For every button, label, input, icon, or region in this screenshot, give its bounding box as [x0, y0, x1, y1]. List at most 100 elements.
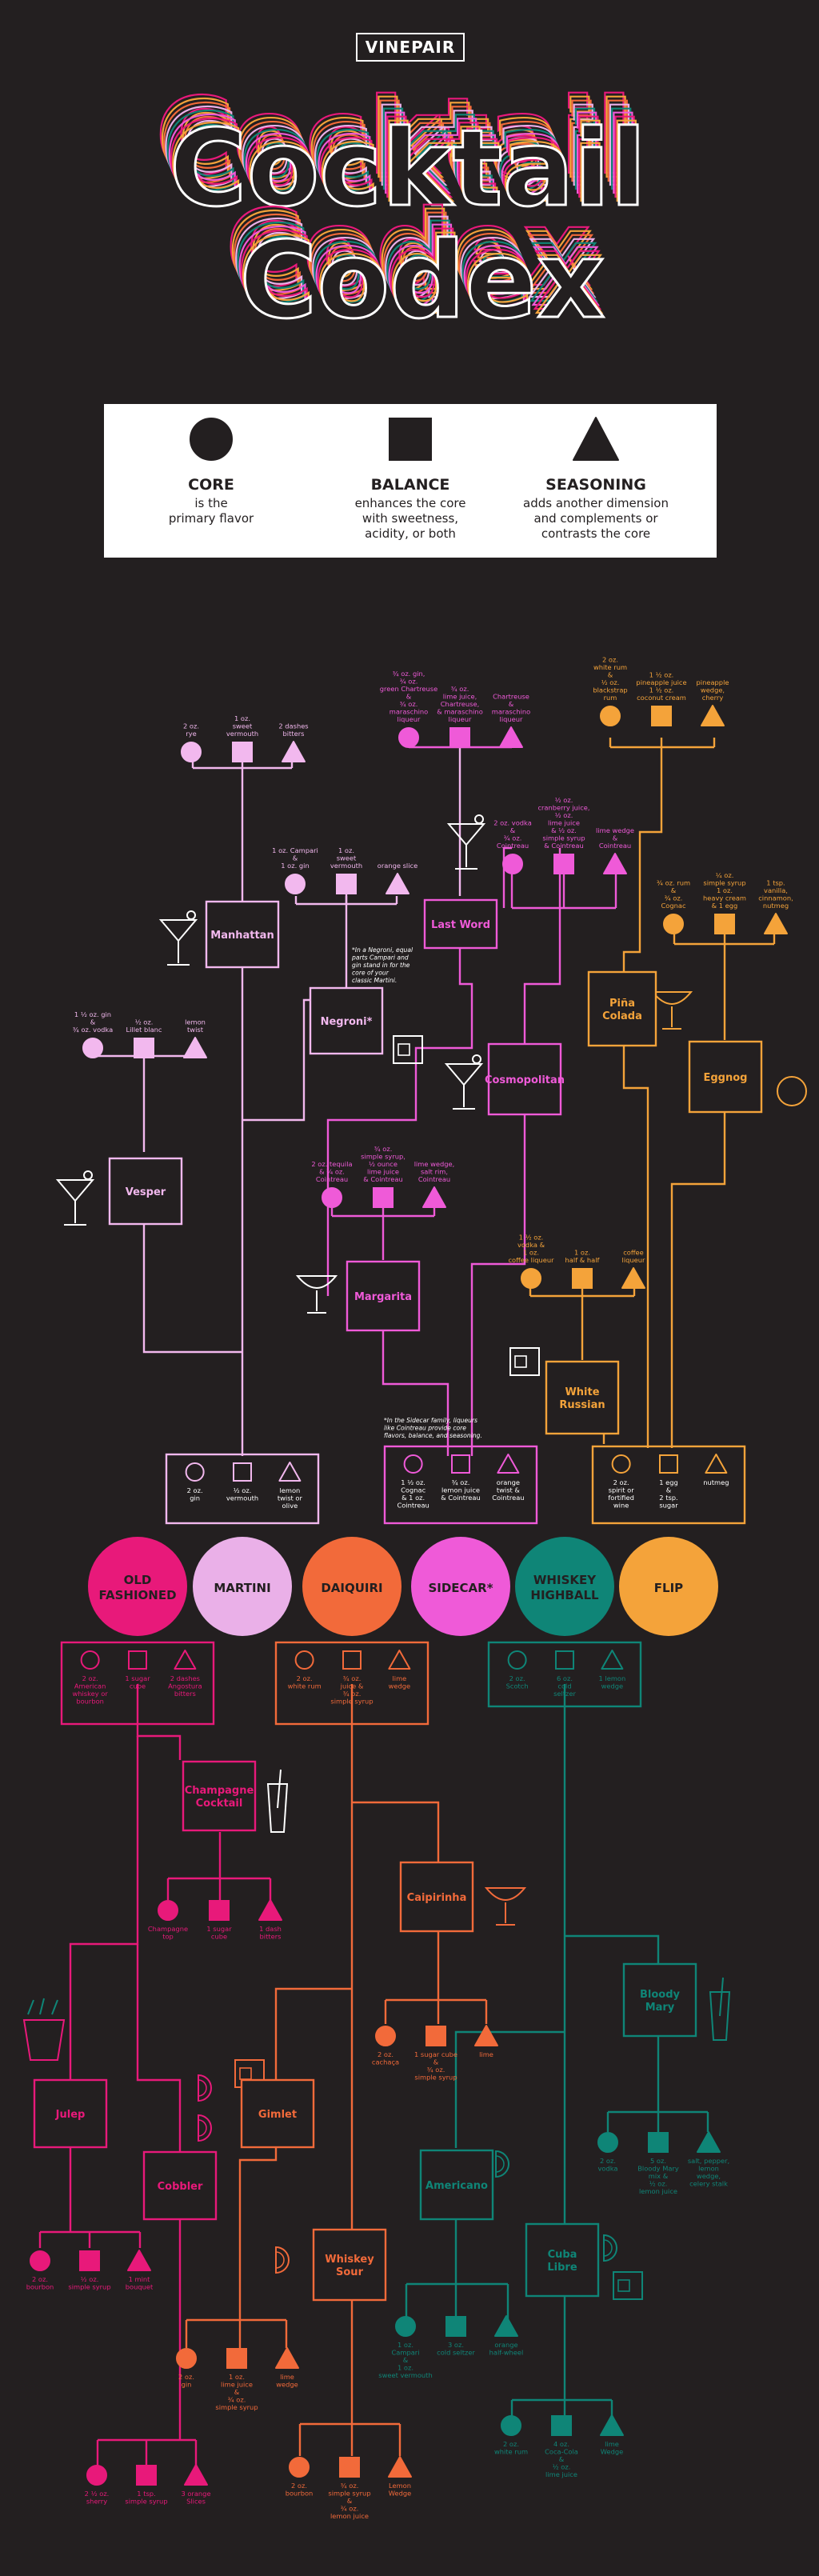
recipe-ingredient-text: ¾ oz. [665, 894, 683, 902]
legend-text: acidity, or both [365, 526, 456, 541]
cocktail-name: Cuba [548, 2249, 577, 2261]
title-echo-outline: Cocktail [159, 83, 636, 206]
balance-square-icon [659, 1454, 678, 1474]
cocktail-name: Caipirinha [407, 1892, 467, 1904]
recipe-ingredient-text: & 1 egg [712, 902, 738, 910]
family-tree-lines [38, 738, 776, 2466]
core-circle-icon [501, 2415, 521, 2436]
recipe-ingredient-text: 1 sugar [206, 1925, 232, 1933]
recipe-ingredient-text: maraschino [390, 708, 428, 716]
cocktail-name: Colada [602, 1010, 642, 1022]
seasoning-triangle-icon [764, 913, 788, 934]
recipe-ingredient-text: lemon juice [639, 2187, 677, 2195]
core-circle-icon [395, 2316, 416, 2337]
recipe-ingredient-text: coffee liqueur [508, 1256, 554, 1264]
recipe-ingredient-text: vermouth [226, 1494, 258, 1502]
recipe-ingredient-text: 1 tsp. [766, 879, 785, 887]
core-circle-icon [611, 1454, 631, 1474]
recipe-ingredient-text: Angostura [168, 1682, 202, 1690]
recipe-ingredient-text: simple syrup [328, 2490, 370, 2498]
cocktail-box-manhattan: Manhattan [205, 900, 280, 969]
recipe-ingredient-text: 1 ½ oz. [649, 671, 674, 679]
cocktail-name: Libre [547, 2262, 577, 2274]
recipe-ingredient-text: & [666, 1486, 672, 1494]
title-echo-outline: Cocktail [166, 99, 642, 222]
balance-square-icon [79, 2250, 100, 2271]
family-recipe-frame [274, 1641, 429, 1726]
seasoning-triangle-icon [282, 741, 306, 762]
recipe-ingredient-text: & [671, 886, 677, 894]
recipe-ingredient-text: lime [479, 2050, 493, 2058]
recipe-ingredient-text: Champagne [148, 1925, 188, 1933]
recipe-ingredient-text: Lillet blanc [126, 1026, 162, 1034]
cocktail-box-caipirinha: Caipirinha [399, 1861, 474, 1933]
recipe-ingredient-text: cinnamon, [758, 894, 793, 902]
recipe-ingredient-text: 1 ½ oz. [649, 686, 674, 694]
recipe-ingredient-text: cold seltzer [437, 2349, 475, 2357]
tree-connector-line [238, 2144, 278, 2320]
recipe-ingredient-text: lime wedge [596, 826, 634, 834]
recipe-ingredient-text: ½ ounce [369, 1160, 398, 1168]
tree-connector-line [622, 747, 663, 972]
cuba-libre-glass-icon [613, 2271, 643, 2300]
recipe-ingredient-text: coffee [623, 1249, 644, 1257]
recipe-ingredient-text: & [613, 834, 618, 842]
recipe-ingredient-text: 2 oz. [503, 2440, 519, 2448]
recipe-ingredient-text: & ½ oz. [551, 826, 577, 834]
recipe-ingredient-text: orange [497, 1478, 520, 1486]
balance-square-icon [451, 1454, 470, 1474]
recipe-ingredient-text: & 1 oz. [402, 1494, 425, 1502]
balance-square-icon [232, 742, 253, 762]
recipe-ingredient-text: ¾ oz. [341, 2505, 359, 2513]
tree-connector-line [136, 1684, 182, 1760]
recipe-ingredient-text: sugar [659, 1502, 678, 1510]
recipe-ingredient-text: 1 lemon [599, 1674, 626, 1682]
family-label: HIGHBALL [530, 1588, 599, 1602]
recipe-ingredient-text: 1 oz. [398, 2341, 413, 2349]
family-label: FLIP [654, 1581, 683, 1595]
seasoning-triangle-icon [388, 1650, 411, 1670]
recipe-ingredient-text: Wedge [389, 2490, 411, 2498]
family-circle-flip [619, 1537, 718, 1636]
recipe-ingredient-text: ¾ oz. rum [657, 879, 690, 887]
recipe-ingredient-text: ¾ oz. vodka [73, 1026, 113, 1034]
recipe-ingredient-text: ½ oz. [553, 2463, 571, 2471]
cocktail-box-frame [399, 1861, 474, 1933]
seasoning-triangle-icon [275, 2347, 299, 2369]
mint-leaf-icon [27, 1998, 58, 2015]
recipe-ingredient-text: Chartreuse, [441, 700, 479, 708]
recipe-ingredient-text: Cointreau [418, 1175, 450, 1183]
tree-connector-line [502, 846, 512, 908]
core-circle-icon [285, 874, 306, 894]
recipe-ingredient-text: bouquet [126, 2283, 154, 2291]
seasoning-triangle-icon [183, 1037, 207, 1058]
seasoning-triangle-icon [705, 1454, 728, 1474]
cocktail-box-frame [622, 1962, 697, 2038]
champagne-flute-icon [266, 1769, 289, 1833]
recipe-ingredient-text: liqueur [500, 715, 523, 723]
seasoning-triangle-icon [386, 873, 410, 894]
recipe-ingredient-text: 1 oz. [338, 846, 354, 854]
legend-text: and complements or [533, 511, 658, 526]
recipe-ingredient-text: 2 oz. [297, 1674, 313, 1682]
recipe-ingredient-text: 2 dashes [278, 722, 308, 730]
recipe-ingredient-text: olive [282, 1502, 298, 1510]
cocktail-box-last-word: Last Word [423, 898, 498, 950]
cocktail-box-frame [182, 1760, 257, 1832]
balance-square-icon [136, 2465, 157, 2486]
cocktail-box-negroni: Negroni* [309, 986, 384, 1055]
tree-connector-line [242, 894, 348, 1122]
recipe-ingredient-text: 5 oz. [650, 2157, 666, 2165]
recipe-ingredient-text: 2 oz. [183, 722, 199, 730]
cocktail-box-julep: Julep [33, 2078, 108, 2149]
recipe-ingredient-text: vodka [598, 2165, 618, 2173]
title-echo-outline: Codex [231, 199, 597, 322]
cocktail-box-frame [346, 1260, 421, 1332]
